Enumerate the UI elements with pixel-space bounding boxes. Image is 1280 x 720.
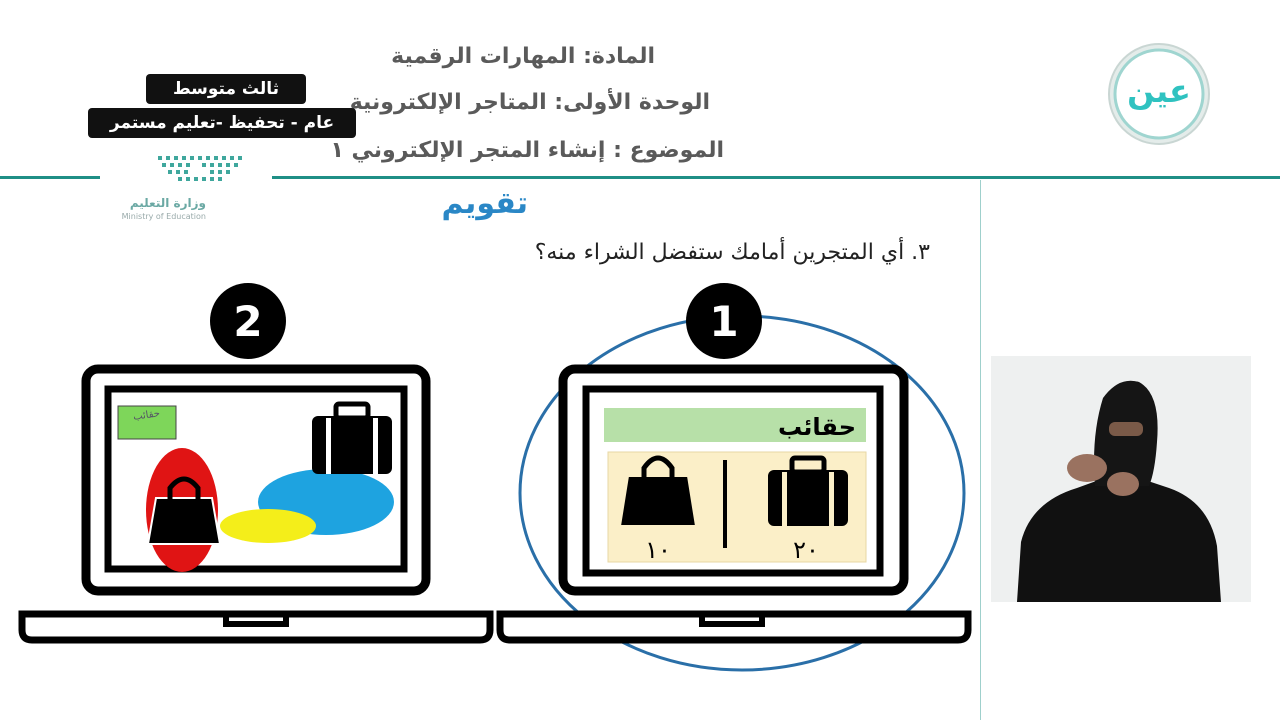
store1-handbag-price: ١٠ — [645, 536, 671, 564]
ministry-name-english: Ministry of Education — [121, 212, 206, 221]
store1-product-divider — [723, 460, 727, 548]
topic-title: الموضوع : إنشاء المتجر الإلكتروني ١ — [330, 138, 724, 163]
section-title: تقويم — [441, 186, 528, 221]
store-1-number-badge: 1 — [686, 283, 762, 359]
store-2-number-badge: 2 — [210, 283, 286, 359]
subject-title: المادة: المهارات الرقمية — [391, 44, 655, 69]
store2-yellow-shape — [220, 509, 316, 543]
ministry-logo-icon — [158, 156, 242, 181]
laptop-store-2: حقائب — [18, 364, 494, 644]
store1-suitcase-icon — [768, 455, 848, 526]
store2-handbag-icon — [146, 476, 222, 545]
grade-badge: ثالث متوسط — [146, 74, 306, 104]
unit-title: الوحدة الأولى: المتاجر الإلكترونية — [349, 90, 710, 115]
tracks-badge: عام - تحفيظ -تعليم مستمر — [88, 108, 356, 138]
header-divider-right — [272, 176, 1280, 179]
question-text: ٣. أي المتجرين أمامك ستفضل الشراء منه؟ — [534, 240, 930, 265]
ministry-name-arabic: وزارة التعليم — [129, 196, 206, 210]
laptop-store-1: حقائب ٢٠ ١٠ — [496, 364, 972, 644]
panel-divider — [980, 180, 981, 720]
store1-banner — [604, 408, 866, 442]
header-divider-left — [0, 176, 100, 179]
svg-text:2: 2 — [233, 297, 262, 346]
stores-illustration: حقائب 2 حقائب — [18, 283, 972, 672]
store1-banner-label: حقائب — [778, 413, 856, 441]
store1-handbag-icon — [618, 455, 698, 527]
store2-banner — [117, 405, 177, 440]
ein-channel-logo-icon — [1108, 43, 1210, 145]
store2-suitcase-icon — [312, 401, 392, 474]
svg-text:1: 1 — [709, 297, 738, 346]
interpreter-figure-icon — [991, 356, 1251, 602]
interpreter-video — [991, 356, 1251, 602]
ein-channel-label: عين — [1127, 72, 1191, 110]
store2-banner-label: حقائب — [133, 408, 161, 423]
store1-suitcase-price: ٢٠ — [793, 536, 819, 564]
